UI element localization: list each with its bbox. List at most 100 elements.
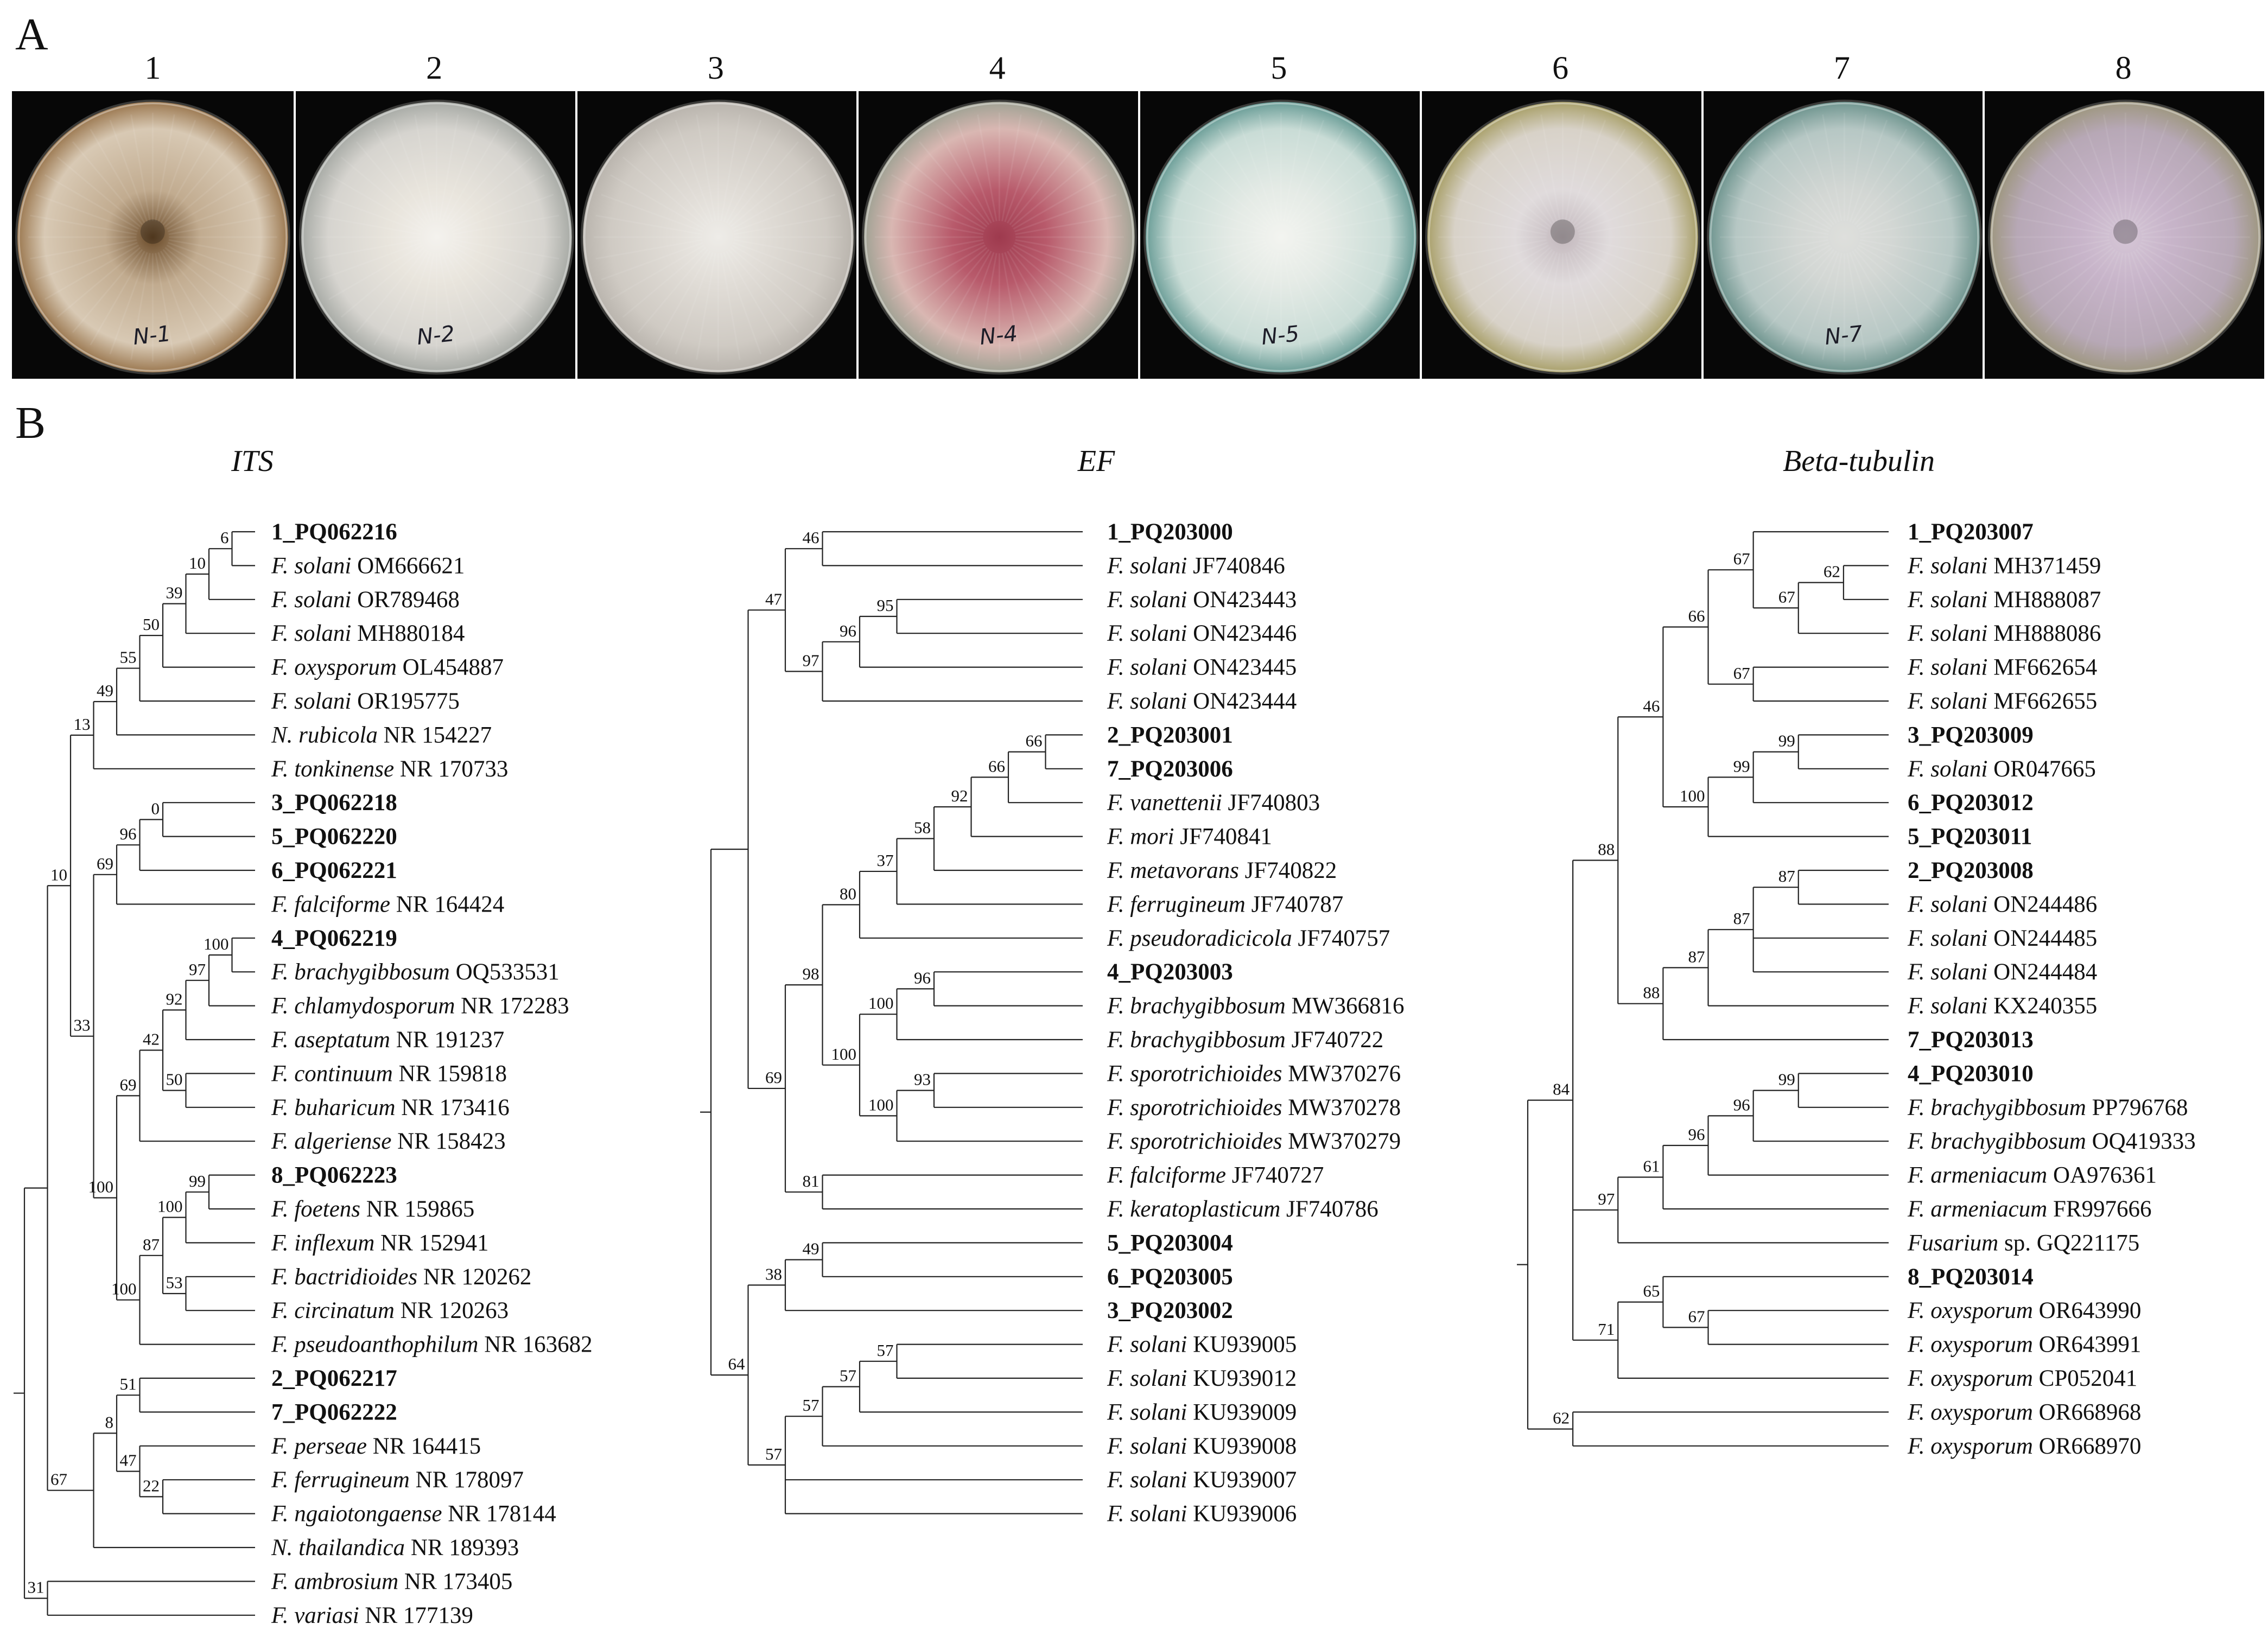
tree-leaf-label: 2_PQ203001 [1107, 722, 1233, 748]
petri-dish [1990, 101, 2261, 373]
tree-1: 1_PQ203000 F. solani JF740846 46 F. solani … [700, 519, 1404, 1527]
bootstrap-support: 99 [1778, 1070, 1795, 1089]
bootstrap-support: 87 [1733, 909, 1750, 928]
bootstrap-support: 6 [220, 528, 229, 547]
tree-leaf-label: F. solani MH371459 [1907, 553, 2101, 578]
bootstrap-support: 47 [120, 1451, 137, 1470]
tree-leaf-label: F. continuum NR 159818 [271, 1061, 507, 1086]
bootstrap-support: 46 [803, 528, 819, 547]
plate-number-8: 8 [2115, 50, 2132, 86]
tree-leaf-label: F. falciforme JF740727 [1107, 1163, 1324, 1188]
tree-leaf-label: F. solani KU939009 [1107, 1399, 1297, 1425]
bootstrap-support: 100 [868, 994, 894, 1012]
bootstrap-support: 67 [50, 1470, 67, 1489]
bootstrap-support: 88 [1598, 839, 1615, 858]
tree-leaf-label: 1_PQ203007 [1908, 519, 2034, 545]
bootstrap-support: 96 [1688, 1125, 1705, 1144]
tree-leaf-label: 5_PQ062220 [271, 824, 397, 850]
tree-leaf-label: F. brachygibbosum PP796768 [1907, 1095, 2188, 1120]
plate-number-1: 1 [144, 50, 161, 86]
tree-leaf-label: F. solani KU939007 [1107, 1467, 1297, 1493]
culture-plate-3 [575, 91, 857, 379]
bootstrap-support: 100 [157, 1197, 183, 1216]
petri-dish [1146, 101, 1416, 373]
bootstrap-support: 8 [105, 1412, 114, 1431]
bootstrap-support: 46 [1643, 696, 1660, 715]
bootstrap-support: 100 [111, 1279, 137, 1298]
tree-leaf-label: F. tonkinense NR 170733 [271, 756, 508, 782]
plate-handwritten-label: N-1 [132, 321, 172, 350]
tree-leaf-label: 7_PQ203006 [1107, 756, 1233, 782]
bootstrap-support: 97 [189, 960, 206, 979]
tree-leaf-label: F. solani MH880184 [271, 621, 465, 646]
tree-leaf-label: F. armeniacum OA976361 [1907, 1163, 2157, 1188]
bootstrap-support: 22 [143, 1476, 160, 1495]
bootstrap-support: 39 [166, 583, 183, 602]
tree-leaf-label: N. rubicola NR 154227 [271, 722, 492, 748]
tree-leaf-label: 1_PQ062216 [271, 519, 397, 545]
bootstrap-support: 37 [877, 851, 894, 870]
bootstrap-support: 66 [1688, 607, 1705, 626]
tree-leaf-label: F. vanettenii JF740803 [1107, 790, 1320, 816]
plate-number-6: 6 [1552, 50, 1569, 86]
tree-leaf-label: F. variasi NR 177139 [271, 1603, 473, 1628]
bootstrap-support: 96 [120, 824, 137, 843]
tree-leaf-label: F. falciforme NR 164424 [271, 891, 504, 917]
plate-number-3: 3 [707, 50, 724, 86]
tree-leaf-label: 6_PQ203005 [1107, 1264, 1233, 1290]
bootstrap-support: 47 [765, 589, 782, 608]
culture-plate-8 [1983, 91, 2264, 379]
bootstrap-support: 10 [189, 553, 206, 572]
tree-leaf-label: 8_PQ062223 [271, 1163, 397, 1188]
tree-leaf-label: 3_PQ203009 [1908, 722, 2034, 748]
inoculation-point [1550, 219, 1575, 244]
bootstrap-support: 62 [1553, 1409, 1570, 1428]
plate-number-7: 7 [1833, 50, 1850, 86]
tree-leaf-label: F. solani MF662654 [1907, 655, 2097, 680]
bootstrap-support: 67 [1733, 664, 1750, 683]
tree-leaf-label: F. solani KU939008 [1107, 1434, 1297, 1459]
its-tree-title: ITS [231, 444, 274, 478]
tree-leaf-label: F. keratoplasticum JF740786 [1107, 1196, 1378, 1222]
tree-leaf-label: F. brachygibbosum MW366816 [1107, 994, 1404, 1019]
tree-leaf-label: 5_PQ203004 [1107, 1230, 1233, 1256]
tree-leaf-label: 1_PQ203000 [1107, 519, 1233, 545]
tree-leaf-label: F. oxysporum OR643990 [1907, 1298, 2141, 1323]
bootstrap-support: 87 [1688, 947, 1705, 966]
tree-leaf-label: F. solani OR047665 [1907, 756, 2096, 782]
bootstrap-support: 71 [1598, 1320, 1615, 1339]
tree-leaf-label: 4_PQ062219 [271, 926, 397, 951]
bootstrap-support: 49 [803, 1239, 819, 1258]
bootstrap-support: 87 [143, 1235, 160, 1254]
petri-dish [582, 101, 854, 373]
bootstrap-support: 57 [840, 1366, 856, 1385]
culture-plate-5: N-5 [1138, 91, 1420, 379]
tree-leaf-label: F. ambrosium NR 173405 [271, 1569, 512, 1594]
bootstrap-support: 81 [803, 1171, 819, 1190]
tree-leaf-label: F. solani KU939006 [1107, 1501, 1297, 1527]
tree-leaf-label: F. solani OR789468 [271, 587, 460, 613]
bootstrap-support: 92 [951, 786, 968, 805]
tree-leaf-label: F. metavorans JF740822 [1107, 858, 1337, 883]
bootstrap-support: 13 [74, 715, 91, 734]
tree-leaf-label: F. solani ON423443 [1107, 587, 1297, 613]
tree-leaf-label: F. solani KU939012 [1107, 1366, 1297, 1391]
ef-tree-title: EF [1077, 444, 1115, 478]
bootstrap-support: 92 [166, 989, 183, 1008]
tree-leaf-label: F. sporotrichioides MW370278 [1107, 1095, 1401, 1120]
culture-plate-1: N-1 [12, 91, 294, 379]
tree-leaf-label: F. brachygibbosum JF740722 [1107, 1027, 1383, 1053]
plate-handwritten-label: N-7 [1823, 321, 1864, 350]
tree-leaf-label: F. ngaiotongaense NR 178144 [271, 1501, 556, 1527]
bootstrap-support: 50 [143, 615, 160, 634]
culture-plate-7: N-7 [1701, 91, 1983, 379]
petri-dish [17, 101, 288, 373]
bootstrap-support: 67 [1733, 549, 1750, 568]
bootstrap-support: 100 [831, 1045, 857, 1064]
tree-leaf-label: F. solani ON244486 [1907, 891, 2097, 917]
bootstrap-support: 99 [1733, 756, 1750, 775]
tree-leaf-label: F. solani JF740846 [1107, 553, 1285, 578]
tree-leaf-label: F. solani ON423444 [1107, 689, 1297, 714]
bootstrap-support: 100 [204, 934, 229, 953]
